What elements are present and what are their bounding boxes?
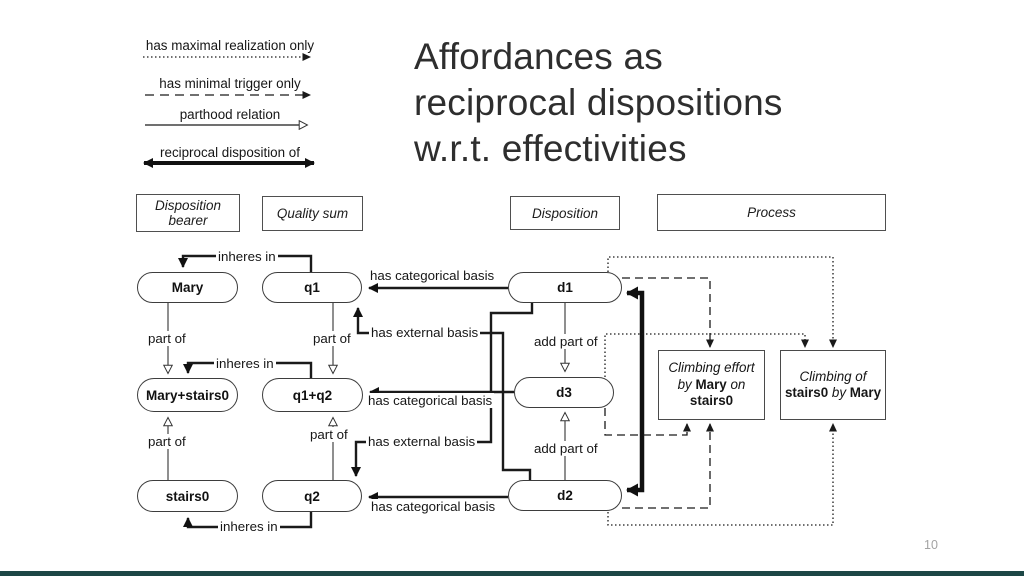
- edge-label-part-of-stairs0: part of: [146, 434, 188, 449]
- edge-realization-d3-climbing-of: [604, 333, 809, 377]
- edge-label-part-of-mary: part of: [146, 331, 188, 346]
- slide-title: Affordances as reciprocal dispositions w…: [414, 36, 783, 169]
- edge-trigger-d2-climbing-effort: [622, 423, 714, 509]
- legend-label-minimal-trigger: has minimal trigger only: [159, 76, 301, 91]
- class-box-quality-sum: Quality sum: [262, 196, 363, 231]
- node-d3: d3: [514, 377, 614, 408]
- edge-label-has-categorical-basis-1: has categorical basis: [368, 268, 497, 283]
- class-box-disposition-bearer: Disposition bearer: [136, 194, 240, 232]
- edge-label-has-categorical-basis-2: has categorical basis: [366, 393, 495, 408]
- edge-label-has-categorical-basis-3: has categorical basis: [369, 499, 498, 514]
- edge-external-d2-q1: [353, 307, 532, 482]
- node-d2: d2: [508, 480, 622, 511]
- footer-accent-bar: [0, 571, 1024, 576]
- edge-label-inheres-in-top: inheres in: [216, 249, 278, 264]
- page-number: 10: [924, 538, 938, 552]
- node-q1: q1: [262, 272, 362, 303]
- node-stairs0: stairs0: [137, 480, 238, 512]
- edge-trigger-d3-climbing-effort: [604, 408, 691, 436]
- edge-label-add-part-of-1: add part of: [532, 334, 600, 349]
- edge-label-has-external-basis-1: has external basis: [369, 325, 481, 340]
- edge-realization-d1-climbing-of: [607, 256, 837, 348]
- class-box-process: Process: [657, 194, 886, 231]
- legend-label-maximal-realization: has maximal realization only: [145, 38, 315, 53]
- legend-label-reciprocal: reciprocal disposition of: [160, 145, 300, 160]
- edge-label-inheres-in-bottom: inheres in: [218, 519, 280, 534]
- edge-label-part-of-q2: part of: [308, 427, 350, 442]
- node-mary-stairs0: Mary+stairs0: [137, 378, 238, 412]
- class-box-disposition: Disposition: [510, 196, 620, 230]
- node-d1: d1: [508, 272, 622, 303]
- node-q2: q2: [262, 480, 362, 512]
- edge-realization-d2-climbing-of: [607, 423, 837, 526]
- node-q1-q2: q1+q2: [262, 378, 363, 412]
- edge-reciprocal-d1-d2: [626, 286, 645, 497]
- edge-trigger-d1-climbing-effort: [622, 277, 714, 348]
- legend-label-parthood: parthood relation: [179, 107, 281, 122]
- node-mary: Mary: [137, 272, 238, 303]
- edge-label-add-part-of-2: add part of: [532, 441, 600, 456]
- edge-label-has-external-basis-2: has external basis: [366, 434, 478, 449]
- edge-label-inheres-in-mid: inheres in: [214, 356, 276, 371]
- edge-label-part-of-q1: part of: [311, 331, 353, 346]
- edge-external-d1-q2: [351, 303, 534, 477]
